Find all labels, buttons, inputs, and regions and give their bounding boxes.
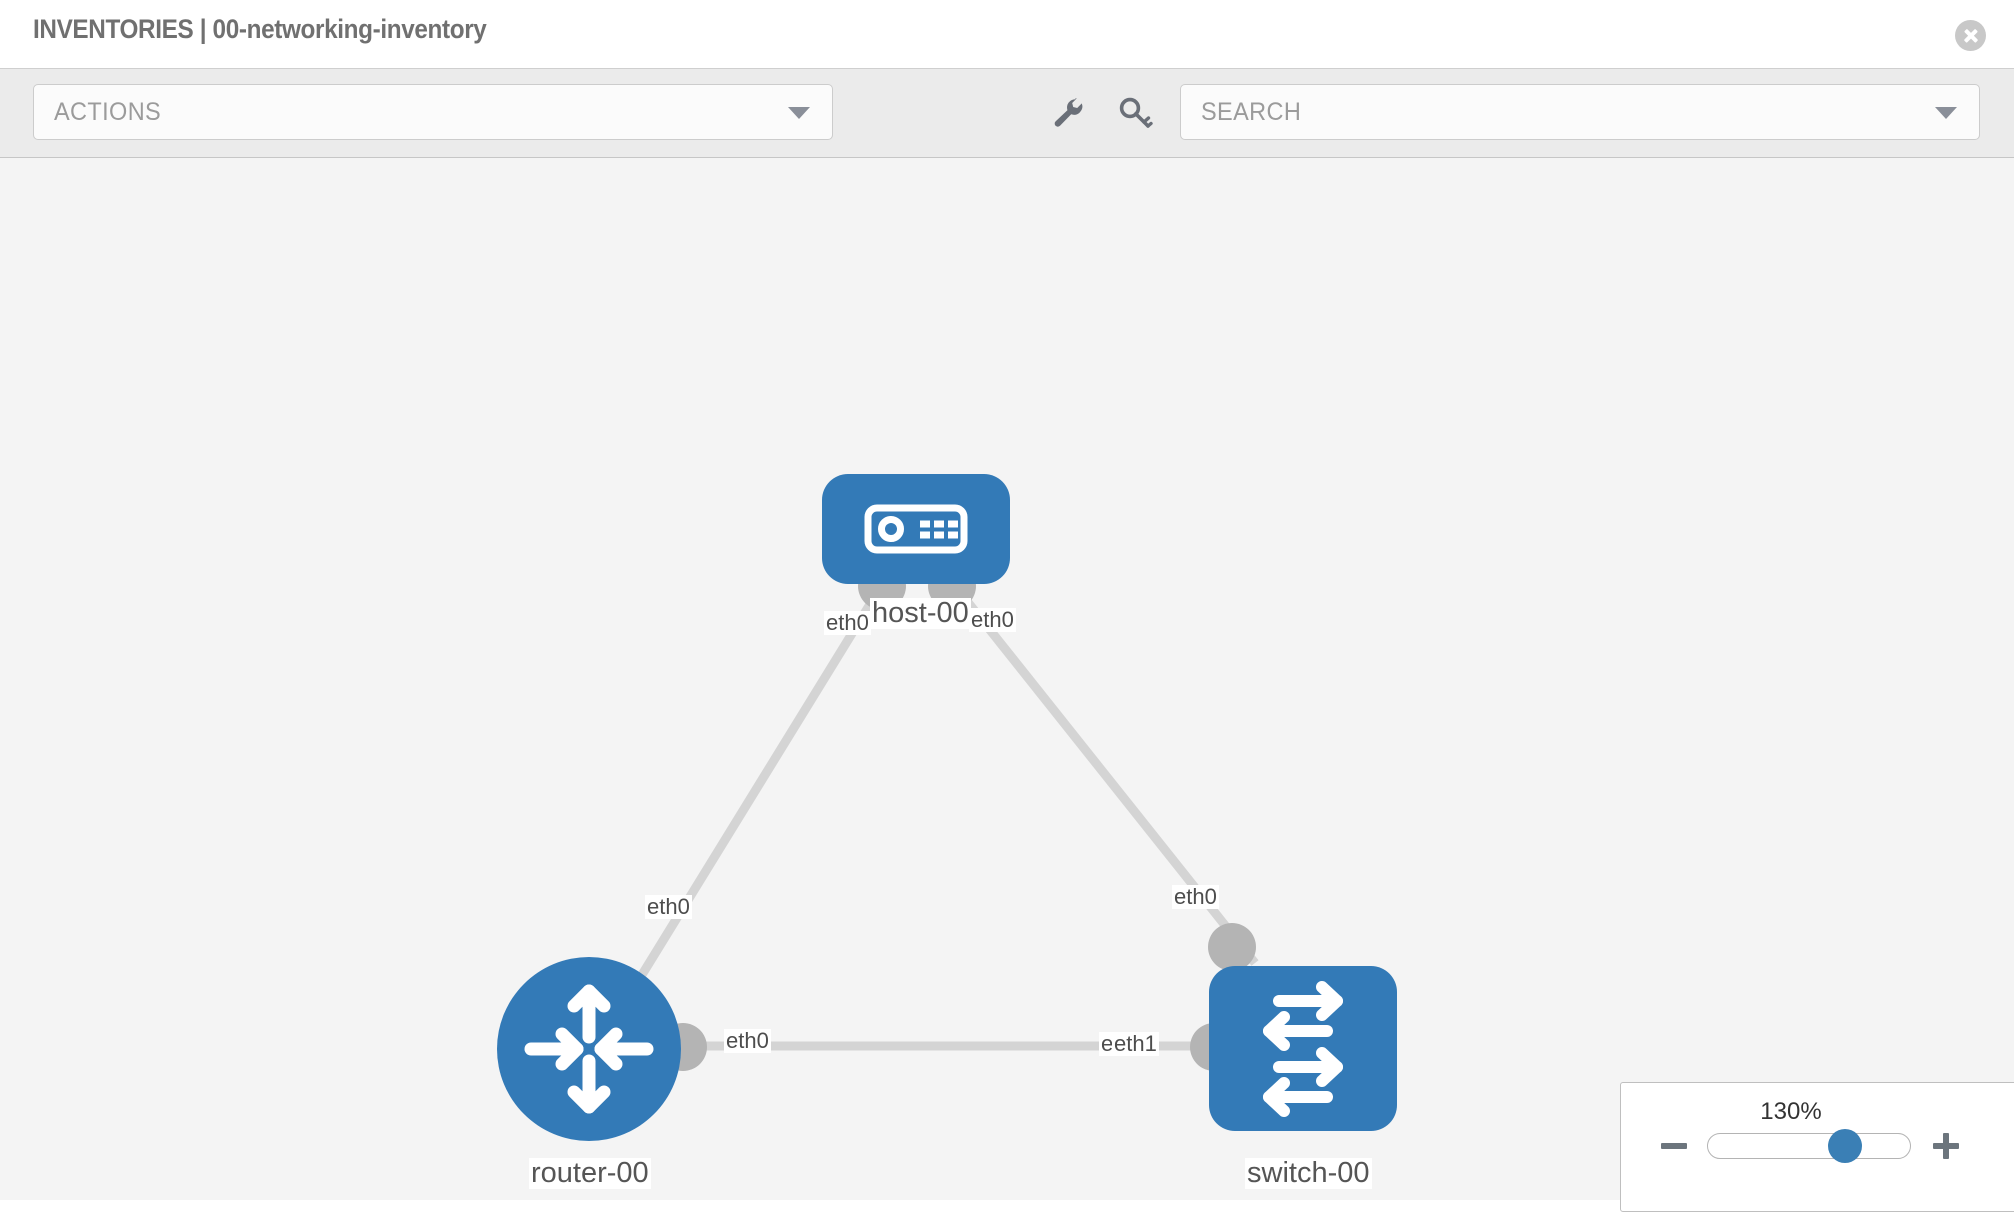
node-shape — [822, 474, 1010, 584]
interface-label-switch-eth1: eth1 — [1112, 1031, 1159, 1057]
interface-label-router-eth0-uplink: eth0 — [645, 894, 692, 920]
port-nub-switch-eth0 — [1208, 923, 1256, 971]
toolbar: ACTIONS SEARCH — [0, 68, 2014, 158]
zoom-control-panel: 130% — [1620, 1082, 2014, 1212]
chevron-down-icon — [1935, 107, 1957, 119]
search-input[interactable]: SEARCH — [1180, 84, 1980, 140]
topology-graph — [497, 474, 1397, 1141]
key-icon[interactable] — [1117, 95, 1153, 131]
link-line — [636, 585, 884, 981]
node-label-switch-00: switch-00 — [1245, 1157, 1372, 1190]
node-shape — [1209, 966, 1397, 1131]
zoom-level-label: 130% — [1760, 1098, 1822, 1125]
link-host-router — [636, 585, 884, 981]
page-title: INVENTORIES | 00-networking-inventory — [33, 14, 487, 44]
close-icon[interactable] — [1955, 20, 1986, 51]
node-shape — [497, 957, 681, 1141]
minus-icon — [1661, 1143, 1687, 1149]
interface-label-switch-eth0-uplink: eth0 — [1172, 884, 1219, 910]
router-arrows-icon — [524, 984, 654, 1114]
node-label-host-00: host-00 — [870, 597, 971, 630]
node-router-00[interactable] — [497, 957, 681, 1141]
node-label-router-00: router-00 — [529, 1157, 651, 1190]
interface-label-host-eth0-right: eth0 — [969, 607, 1016, 633]
server-icon — [864, 504, 968, 554]
interface-label-router-eth0: eth0 — [724, 1028, 771, 1054]
zoom-out-button[interactable] — [1659, 1131, 1689, 1161]
page-header: INVENTORIES | 00-networking-inventory — [0, 0, 2014, 68]
topology-canvas[interactable]: host-00 router-00 switch-00 eth0 eth0 et… — [0, 158, 2014, 1200]
interface-label-host-eth0-left: eth0 — [824, 610, 871, 636]
search-placeholder: SEARCH — [1201, 98, 1302, 126]
plus-icon-vertical — [1943, 1133, 1949, 1159]
actions-dropdown-label: ACTIONS — [54, 98, 162, 126]
switch-arrows-icon — [1263, 981, 1343, 1117]
node-host-00[interactable] — [822, 474, 1010, 584]
zoom-in-button[interactable] — [1931, 1131, 1961, 1161]
actions-dropdown[interactable]: ACTIONS — [33, 84, 833, 140]
zoom-slider[interactable] — [1707, 1129, 1911, 1163]
zoom-slider-thumb[interactable] — [1828, 1129, 1863, 1163]
wrench-icon[interactable] — [1050, 95, 1086, 131]
node-switch-00[interactable] — [1209, 966, 1397, 1131]
chevron-down-icon — [788, 107, 810, 119]
